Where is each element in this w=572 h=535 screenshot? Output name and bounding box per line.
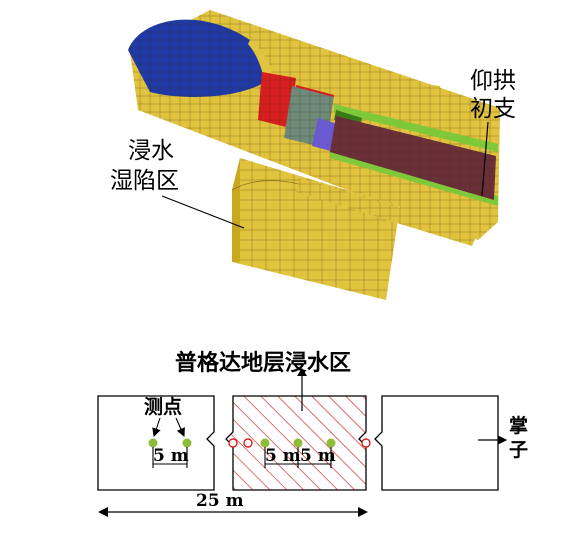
measure-points-label: 测点: [144, 396, 182, 418]
spacing-left-label: 5 m: [153, 446, 189, 466]
wet-zone-leader: [161, 195, 245, 229]
wet-zone-block-front: [231, 158, 400, 300]
arch-crown-blue: [128, 19, 276, 116]
measure-point: [293, 438, 303, 448]
red-section: [258, 72, 296, 128]
measure-point: [326, 438, 336, 448]
face-label-2: 子: [509, 439, 528, 461]
spacing-dims: [152, 447, 332, 468]
title-arrowhead: [297, 368, 307, 376]
plan-title: 普格达地层浸水区: [175, 350, 351, 376]
spacing-mid-2-label: 5 m: [300, 446, 336, 466]
total-length-label: 25 m: [196, 491, 244, 511]
spacing-mid-1-label: 5 m: [265, 446, 301, 466]
tunnel-model: 仰拱 初支 浸水 湿陷区: [110, 10, 516, 300]
wet-zone-label-2: 湿陷区: [110, 168, 179, 194]
measure-arrow-2: [175, 417, 185, 438]
measure-point: [182, 438, 192, 448]
invert-brown: [330, 116, 496, 200]
measure-point-open: [243, 438, 253, 448]
measure-point-open: [228, 438, 238, 448]
total-length-arrow-left: [98, 507, 108, 517]
invert-support-leader: [481, 121, 489, 197]
plan-right-block: [374, 395, 499, 491]
measure-point-open: [361, 438, 371, 448]
wet-zone-label-1: 浸水: [128, 138, 174, 164]
tunnel-front-rim: [296, 178, 478, 246]
measure-arrow-1: [152, 417, 161, 438]
face-label-1: 掌: [509, 414, 528, 437]
plan-schematic: 普格达地层浸水区 测点: [97, 350, 528, 517]
measure-point: [148, 438, 158, 448]
invert-support-label-1: 仰拱: [470, 68, 516, 94]
measure-point: [260, 438, 270, 448]
invert-support-label-2: 初支: [470, 96, 516, 122]
total-length-arrow-right: [358, 507, 368, 517]
